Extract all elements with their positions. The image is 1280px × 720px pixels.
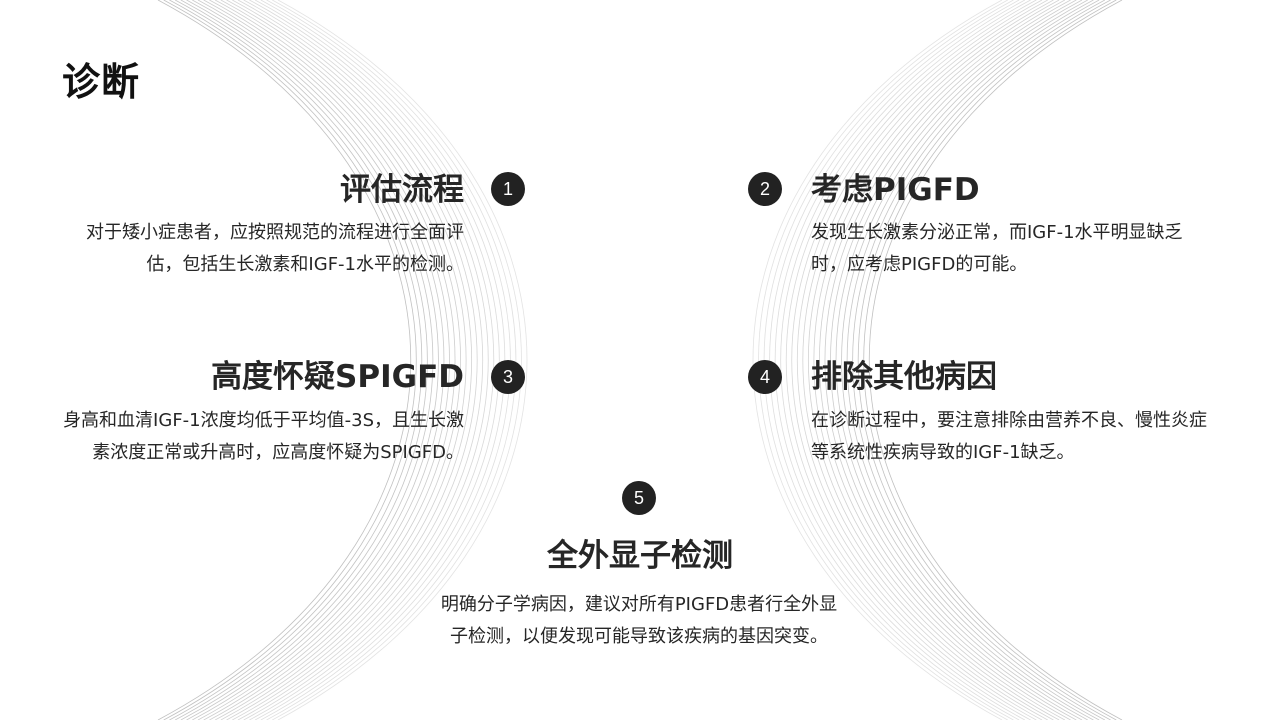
left-curve — [214, 0, 467, 720]
right-curve — [835, 0, 1088, 720]
left-curve — [174, 0, 428, 720]
left-curve — [180, 0, 434, 720]
right-curve — [796, 0, 1048, 720]
right-curve — [791, 0, 1043, 720]
item-5-title: 全外显子检测 — [547, 538, 733, 574]
item-2-title: 考虑PIGFD — [811, 172, 980, 208]
item-2-description: 发现生长激素分泌正常，而IGF-1水平明显缺乏时，应考虑PIGFD的可能。 — [811, 222, 1183, 275]
right-curve — [852, 0, 1106, 720]
left-curve — [232, 0, 484, 720]
item-3-description: 身高和血清IGF-1浓度均低于平均值-3S，且生长激素浓度正常或升高时，应高度怀… — [63, 410, 464, 463]
right-curve — [830, 0, 1083, 720]
item-1-description: 对于矮小症患者，应按照规范的流程进行全面评估，包括生长激素和IGF-1水平的检测… — [86, 222, 464, 275]
left-curve — [163, 0, 417, 720]
left-curve — [203, 0, 456, 720]
left-curve — [237, 0, 489, 720]
right-curve — [774, 0, 1026, 720]
item-2-badge: 2 — [748, 172, 782, 206]
left-curve — [277, 0, 528, 720]
left-curve — [266, 0, 517, 720]
left-curve — [249, 0, 500, 720]
left-curve — [226, 0, 478, 720]
item-5-description: 明确分子学病因，建议对所有PIGFD患者行全外显子检测，以便发现可能导致该疾病的… — [440, 594, 838, 647]
item-1-badge: 1 — [491, 172, 525, 206]
right-curve — [785, 0, 1037, 720]
item-3-badge: 3 — [491, 360, 525, 394]
right-curve — [863, 0, 1117, 720]
left-curve — [169, 0, 423, 720]
left-curve — [157, 0, 412, 720]
right-curve — [857, 0, 1111, 720]
left-curve — [243, 0, 495, 720]
left-curve — [197, 0, 450, 720]
left-curve — [186, 0, 439, 720]
left-curve — [209, 0, 461, 720]
left-curve — [272, 0, 522, 720]
right-curve — [813, 0, 1066, 720]
item-4-badge: 4 — [748, 360, 782, 394]
item-5-badge: 5 — [622, 481, 656, 515]
right-curve — [824, 0, 1077, 720]
right-curve — [807, 0, 1060, 720]
right-curve — [819, 0, 1071, 720]
right-curve — [780, 0, 1031, 720]
item-3-title: 高度怀疑SPIGFD — [211, 359, 464, 395]
right-curve — [752, 0, 1003, 720]
left-curve — [192, 0, 445, 720]
page-title: 诊断 — [62, 60, 141, 104]
item-4-description: 在诊断过程中，要注意排除由营养不良、慢性炎症等系统性疾病导致的IGF-1缺乏。 — [811, 410, 1207, 463]
item-4-title: 排除其他病因 — [811, 359, 997, 395]
right-curve — [846, 0, 1100, 720]
right-curve — [841, 0, 1094, 720]
right-curve — [868, 0, 1123, 720]
left-curve — [220, 0, 473, 720]
right-curve — [802, 0, 1054, 720]
item-1-title: 评估流程 — [340, 172, 464, 208]
